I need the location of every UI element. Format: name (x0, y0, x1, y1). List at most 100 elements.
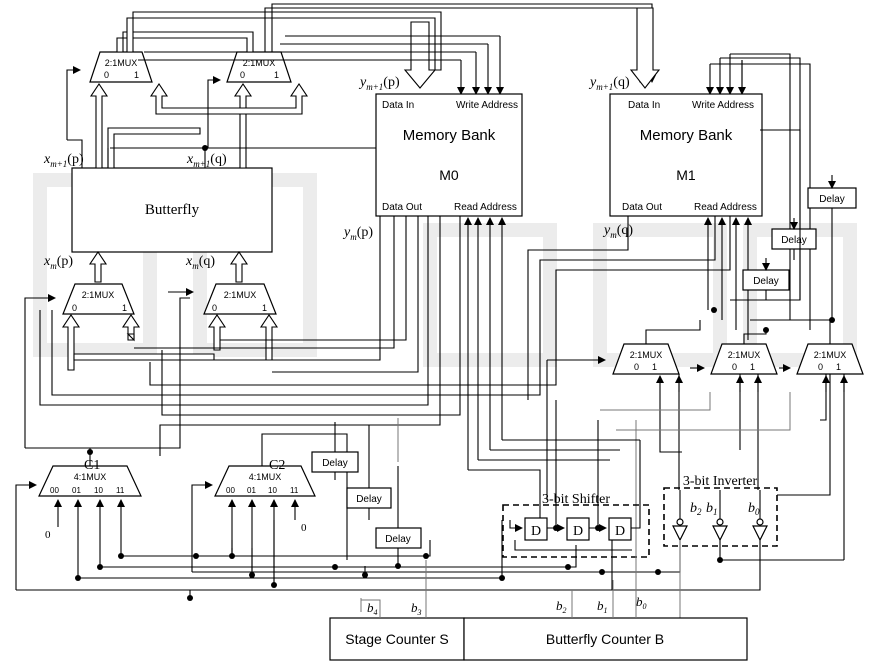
butterfly-label: Butterfly (145, 202, 200, 218)
svg-text:b1: b1 (597, 598, 608, 615)
shifter-dashed-box (502, 504, 650, 558)
mid-mux-left-in1: 1 (122, 303, 127, 313)
c2-in01: 01 (247, 486, 256, 495)
right-mux-1-in1: 1 (652, 362, 657, 372)
svg-text:Delay: Delay (322, 458, 348, 469)
svg-text:xm+1(q): xm+1(q) (186, 152, 227, 169)
b1-label: b1 (597, 598, 608, 615)
dff-2: D (566, 517, 590, 541)
m1-write-address-label: Write Address (692, 100, 754, 111)
right-mux-3-label: 2:1MUX (814, 350, 847, 360)
delay-right-2: Delay (771, 228, 817, 250)
c2-const-zero: 0 (301, 522, 307, 534)
inverter-label: 3-bit Inverter (683, 474, 758, 489)
b4-label: b4 (367, 600, 378, 617)
memory-data-out-wires (379, 216, 731, 400)
shifter-wires (509, 400, 641, 551)
not-gate-b0 (752, 518, 768, 542)
c2-in00: 00 (226, 486, 235, 495)
mid-mux-right-in0: 0 (212, 303, 217, 313)
x-m-q-label: xm(q) (185, 254, 215, 271)
right-mux-2-label: 2:1MUX (728, 350, 761, 360)
svg-text:Delay: Delay (385, 534, 411, 545)
svg-text:xm(q): xm(q) (185, 254, 215, 271)
delay-mid-3: Delay (375, 527, 422, 549)
c1-mux-label: 4:1MUX (74, 472, 107, 482)
top-mux-right-in1: 1 (274, 70, 279, 80)
butterfly-inputs (88, 251, 249, 283)
svg-text:b1: b1 (706, 501, 718, 517)
y-m-p-label: ym(p) (342, 225, 373, 242)
right-mux-1-in0: 0 (634, 362, 639, 372)
memory-m0-box (375, 93, 523, 217)
memory-m1-box (609, 93, 763, 217)
delay-mid-2: Delay (346, 487, 392, 509)
mid-mux-inputs (61, 240, 419, 373)
svg-text:ym(p): ym(p) (342, 225, 373, 242)
m0-data-out-label: Data Out (382, 202, 422, 213)
inverter-dashed-box (663, 487, 778, 547)
mid-mux-left-label: 2:1MUX (82, 290, 115, 300)
top-mux-right-label: 2:1MUX (243, 58, 276, 68)
shifter-label: 3-bit Shifter (542, 492, 610, 507)
right-mux-wires (546, 320, 848, 585)
stage-counter-box (329, 617, 465, 661)
dff-1: D (524, 517, 548, 541)
mux4-c1 (38, 465, 142, 497)
c1-in10: 10 (94, 486, 103, 495)
svg-text:b3: b3 (411, 600, 422, 617)
right-mux-3-in0: 0 (818, 362, 823, 372)
counter-bit-wires (361, 540, 637, 618)
top-mux-right-in0: 0 (240, 70, 245, 80)
inverter-wires (679, 374, 831, 618)
not-gate-b1 (712, 518, 728, 542)
m1-title: Memory Bank (640, 127, 733, 144)
b0-inv-label: b0 (748, 501, 760, 517)
m0-data-in-label: Data In (382, 100, 414, 111)
mid-mux-left (62, 283, 135, 315)
y-m-q-label: ym(q) (602, 223, 633, 240)
c1-const-zero: 0 (45, 529, 51, 541)
m1-label: M1 (676, 167, 696, 183)
svg-text:D: D (573, 524, 583, 539)
right-mux-2-in0: 0 (732, 362, 737, 372)
mid-delay-wires (334, 418, 427, 612)
svg-text:b0: b0 (748, 501, 760, 517)
m0-title: Memory Bank (403, 127, 496, 144)
svg-text:xm+1(p): xm+1(p) (43, 152, 84, 169)
svg-text:Delay: Delay (781, 235, 807, 246)
mid-mux-left-in0: 0 (72, 303, 77, 313)
m0-label: M0 (439, 167, 459, 183)
c2-mux-label: 4:1MUX (249, 472, 282, 482)
mid-mux-right-label: 2:1MUX (224, 290, 257, 300)
right-mux-1-label: 2:1MUX (630, 350, 663, 360)
svg-text:ym+1(q): ym+1(q) (588, 75, 630, 92)
c2-label: C2 (269, 458, 285, 473)
delay-mid-1: Delay (311, 451, 359, 473)
c1-wires (15, 448, 125, 590)
c2-in11: 11 (290, 486, 299, 495)
svg-text:D: D (531, 524, 541, 539)
not-gate-b2 (672, 518, 688, 542)
c1-in01: 01 (72, 486, 81, 495)
mux-labels: 2:1MUX 0 1 2:1MUX 0 1 2:1MUX 0 1 2:1MUX … (50, 58, 846, 495)
delay-right-3: Delay (742, 269, 790, 291)
stage-counter-label: Stage Counter S (345, 631, 449, 647)
svg-text:b2: b2 (690, 501, 702, 517)
right-mux-3 (796, 343, 864, 375)
c1-in00: 00 (50, 486, 59, 495)
butterfly-outputs (66, 66, 309, 169)
c2-in10: 10 (268, 486, 277, 495)
b3-label: b3 (411, 600, 422, 617)
right-delay-wires (711, 129, 836, 333)
svg-text:xm(p): xm(p) (43, 254, 73, 271)
b1-inv-label: b1 (706, 501, 718, 517)
butterfly-counter-box (463, 617, 748, 661)
svg-text:b0: b0 (636, 594, 647, 611)
butterfly-counter-label: Butterfly Counter B (546, 631, 664, 647)
mux4-c2 (214, 465, 316, 497)
c1-in11: 11 (116, 486, 125, 495)
mid-mux-right (203, 283, 277, 315)
right-mux-2-in1: 1 (750, 362, 755, 372)
